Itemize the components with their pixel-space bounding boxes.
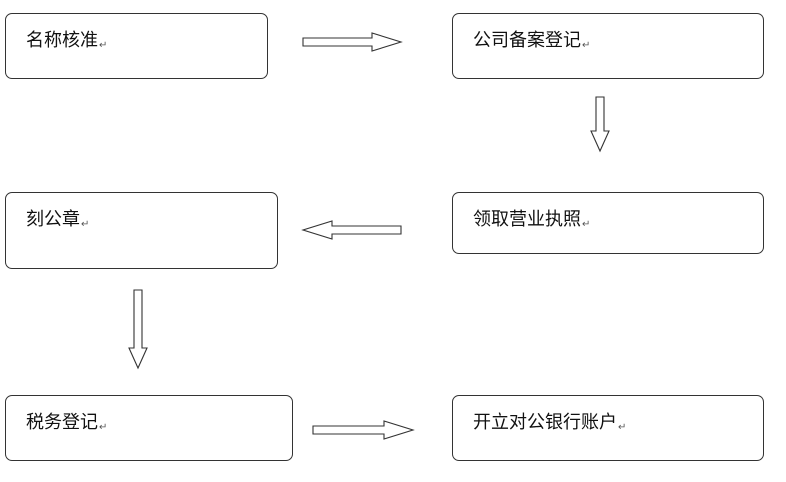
node-label: 税务登记↵ <box>26 412 108 433</box>
node-business-license: 领取营业执照↵ <box>452 192 764 254</box>
arrow-right-icon <box>302 32 403 52</box>
paragraph-mark-icon: ↵ <box>99 422 108 433</box>
paragraph-mark-icon: ↵ <box>582 40 591 51</box>
node-name-approval: 名称核准↵ <box>5 13 268 79</box>
paragraph-mark-icon: ↵ <box>81 219 90 230</box>
arrow-right-icon <box>312 420 415 440</box>
node-label: 刻公章↵ <box>26 209 90 230</box>
node-tax-registration: 税务登记↵ <box>5 395 293 461</box>
node-bank-account: 开立对公银行账户↵ <box>452 395 764 461</box>
node-label: 领取营业执照↵ <box>473 209 591 230</box>
arrow-down-icon <box>128 289 148 370</box>
paragraph-mark-icon: ↵ <box>99 40 108 51</box>
paragraph-mark-icon: ↵ <box>582 219 591 230</box>
node-company-filing: 公司备案登记↵ <box>452 13 764 79</box>
arrow-left-icon <box>301 220 402 240</box>
arrow-down-icon <box>590 96 610 153</box>
node-official-seal: 刻公章↵ <box>5 192 278 269</box>
node-label: 公司备案登记↵ <box>473 30 591 51</box>
paragraph-mark-icon: ↵ <box>618 422 627 433</box>
node-label: 名称核准↵ <box>26 30 108 51</box>
node-label: 开立对公银行账户↵ <box>473 412 627 433</box>
